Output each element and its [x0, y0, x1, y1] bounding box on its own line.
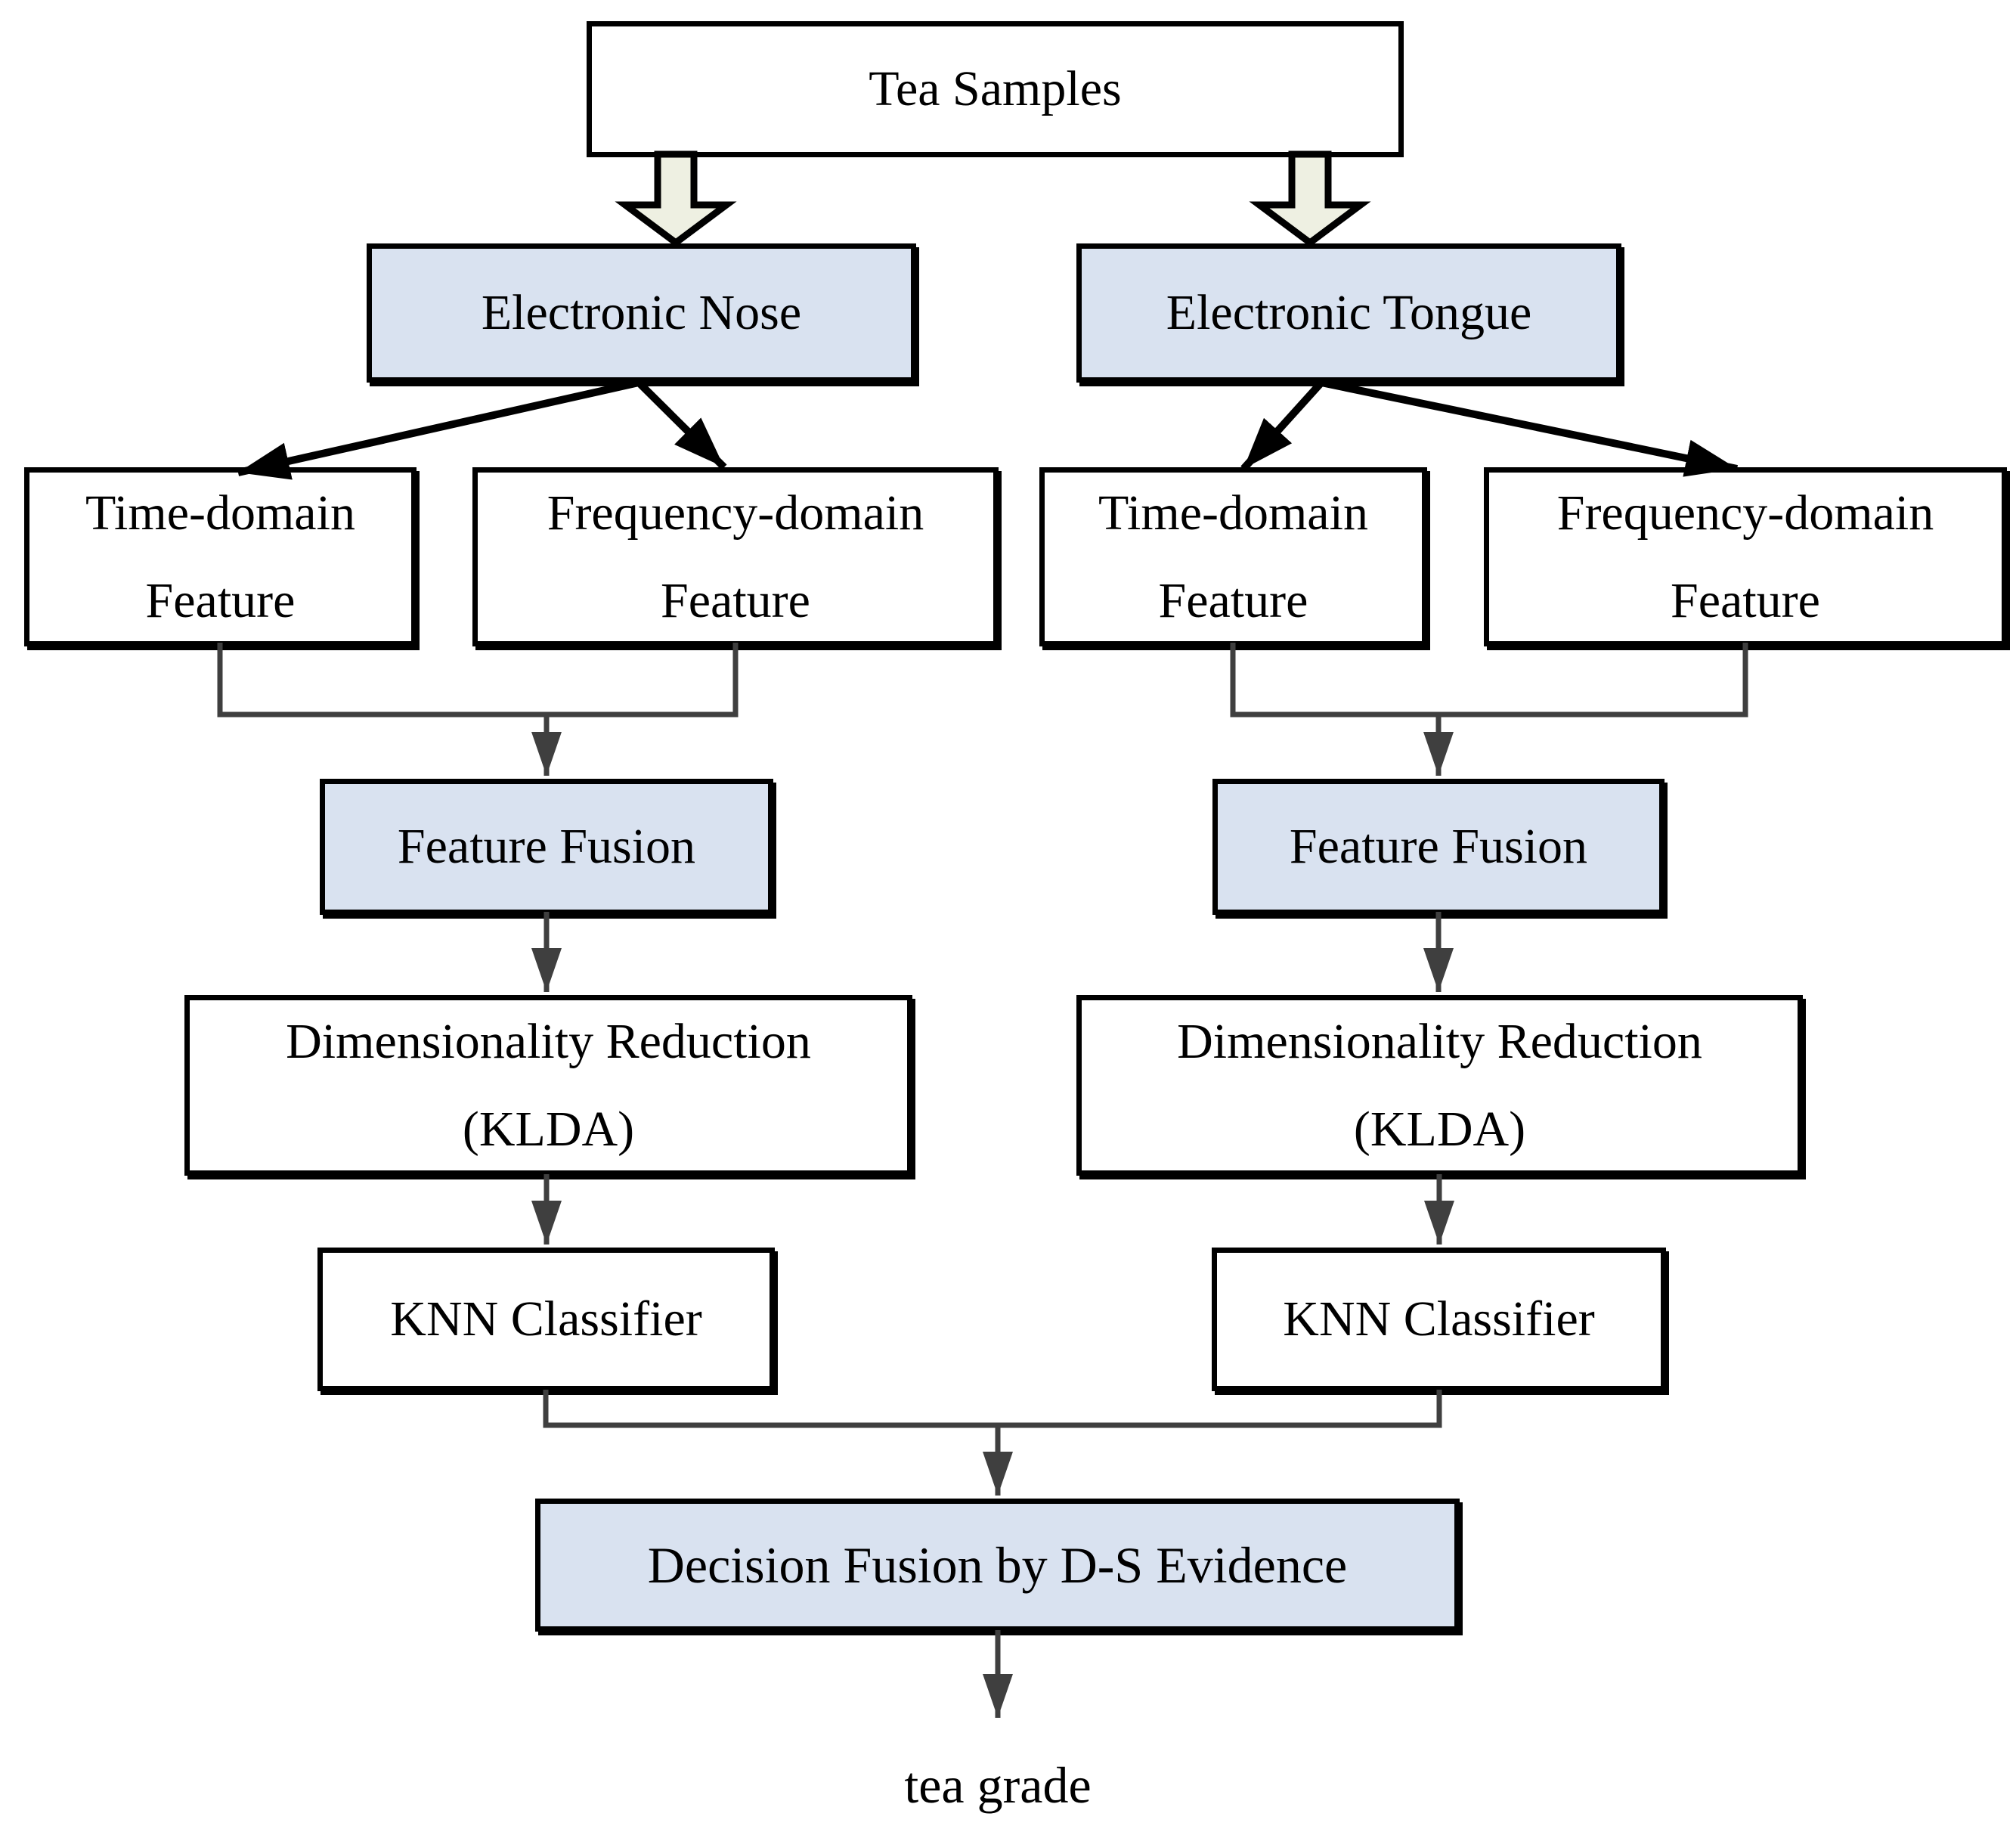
- node-decision-fusion: Decision Fusion by D-S Evidence: [535, 1499, 1460, 1632]
- node-label: Dimensionality Reduction (KLDA): [1177, 1013, 1702, 1157]
- connector-knn-merge: [543, 1390, 1442, 1496]
- node-label: Feature Fusion: [397, 819, 696, 875]
- node-nose-dimensionality-reduction: Dimensionality Reduction (KLDA): [184, 995, 912, 1176]
- connector-tongue-feature-merge: [1230, 643, 1748, 776]
- node-nose-time-domain-feature: Time-domain Feature: [24, 467, 417, 646]
- node-tongue-time-domain-feature: Time-domain Feature: [1039, 467, 1427, 646]
- node-label: Decision Fusion by D-S Evidence: [647, 1536, 1348, 1594]
- block-arrow-to-tongue: [1249, 150, 1371, 247]
- node-label: Feature Fusion: [1289, 819, 1588, 875]
- connector-fusion-to-klda: [531, 912, 1454, 992]
- node-label: KNN Classifier: [390, 1291, 702, 1347]
- node-label: Tea Samples: [869, 61, 1122, 117]
- node-label: Time-domain Feature: [85, 485, 355, 628]
- node-electronic-tongue: Electronic Tongue: [1076, 243, 1621, 383]
- node-label: Electronic Nose: [481, 285, 802, 341]
- node-nose-frequency-domain-feature: Frequency-domain Feature: [472, 467, 999, 646]
- node-nose-knn-classifier: KNN Classifier: [317, 1248, 775, 1391]
- node-tongue-dimensionality-reduction: Dimensionality Reduction (KLDA): [1076, 995, 1803, 1176]
- node-label: Electronic Tongue: [1166, 285, 1532, 341]
- connector-nose-feature-merge: [217, 643, 739, 776]
- connector-klda-to-knn: [531, 1174, 1454, 1245]
- node-electronic-nose: Electronic Nose: [367, 243, 916, 383]
- node-tongue-feature-fusion: Feature Fusion: [1212, 779, 1665, 915]
- node-tea-samples: Tea Samples: [587, 21, 1404, 157]
- block-arrow-to-nose: [615, 150, 737, 247]
- arrows-nose-to-features: [237, 379, 727, 480]
- node-label: Frequency-domain Feature: [1556, 485, 1934, 628]
- node-label: Dimensionality Reduction (KLDA): [286, 1013, 811, 1157]
- node-label: Frequency-domain Feature: [547, 485, 924, 628]
- arrows-tongue-to-features: [1240, 379, 1739, 477]
- node-label: KNN Classifier: [1283, 1291, 1595, 1347]
- node-nose-feature-fusion: Feature Fusion: [320, 779, 773, 915]
- node-tongue-frequency-domain-feature: Frequency-domain Feature: [1484, 467, 2007, 646]
- node-label: Time-domain Feature: [1098, 485, 1368, 628]
- output-label: tea grade: [904, 1756, 1092, 1814]
- node-tongue-knn-classifier: KNN Classifier: [1212, 1248, 1666, 1391]
